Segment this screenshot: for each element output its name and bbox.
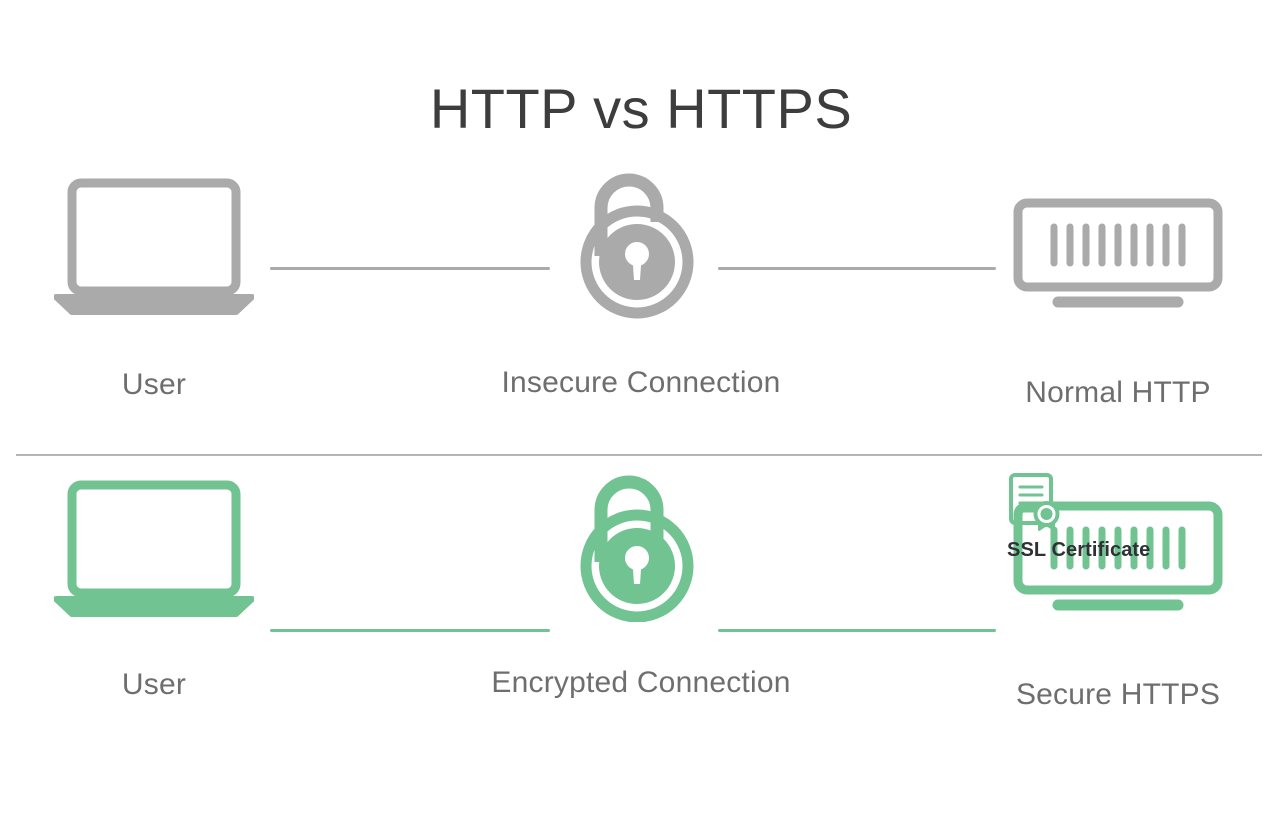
http-connection-label: Insecure Connection [501, 366, 781, 399]
http-server-label: Normal HTTP [1025, 376, 1211, 409]
https-connection-line-right [718, 629, 996, 632]
page-title: HTTP vs HTTPS [429, 77, 853, 140]
laptop-icon [14, 170, 294, 320]
http-user-node: User [14, 170, 294, 402]
https-connection-line-left [270, 629, 550, 632]
certificate-icon [1007, 472, 1207, 537]
unlocked-padlock-icon [451, 170, 831, 320]
https-server-label: Secure HTTPS [1015, 678, 1221, 711]
section-divider [16, 454, 1262, 456]
http-user-label: User [121, 368, 187, 401]
https-server-node: Secure HTTPS [978, 470, 1258, 712]
http-connection-line-left [270, 267, 550, 270]
http-connection-node: Insecure Connection [451, 170, 831, 400]
https-connection-label: Encrypted Connection [491, 666, 791, 699]
ssl-certificate-badge: SSL Certificate [1007, 472, 1207, 562]
http-row: User Insecure Connection [0, 170, 1282, 420]
server-icon [978, 170, 1258, 320]
locked-padlock-icon [451, 470, 831, 622]
https-connection-node: Encrypted Connection [451, 470, 831, 700]
https-user-label: User [121, 668, 187, 701]
ssl-certificate-caption: SSL Certificate [1007, 539, 1151, 561]
server-icon [978, 470, 1258, 622]
https-row: User Encrypted Connection [0, 470, 1282, 790]
http-server-node: Normal HTTP [978, 170, 1258, 410]
http-connection-line-right [718, 267, 996, 270]
laptop-icon [14, 470, 294, 622]
https-user-node: User [14, 470, 294, 702]
